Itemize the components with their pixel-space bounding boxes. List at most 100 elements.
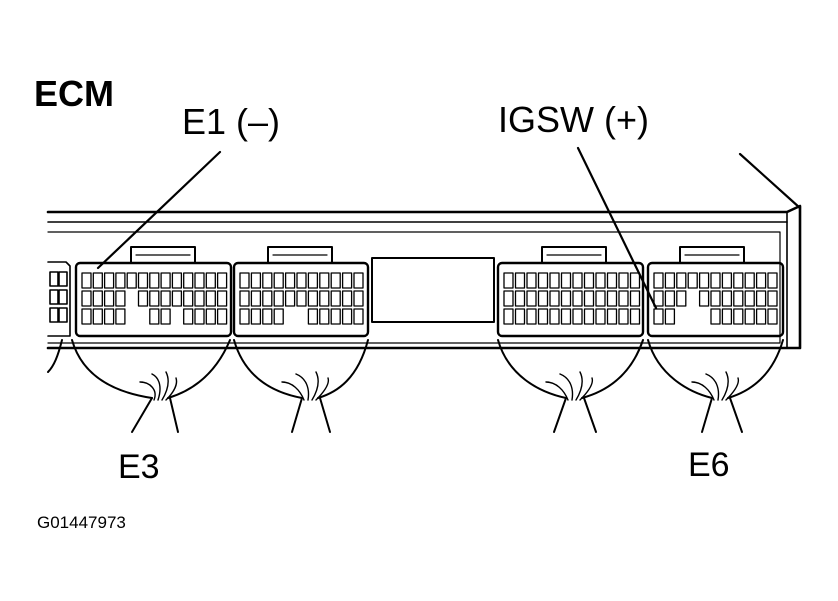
pin-cavity — [698, 272, 710, 289]
connector-2 — [232, 246, 370, 338]
pin-cavity — [572, 290, 583, 307]
pin-cavity — [205, 290, 216, 307]
pin-cavity — [183, 308, 194, 325]
leader-ecm-corner — [738, 152, 802, 210]
pin-cavity — [216, 272, 228, 289]
pin-cavity — [149, 308, 160, 325]
ecm-housing — [46, 204, 802, 350]
pin-cavity — [653, 272, 664, 289]
pin-cavity — [755, 308, 767, 325]
pin-cavity — [595, 290, 606, 307]
pin-cavity — [149, 272, 160, 289]
pin-cavity — [629, 290, 641, 307]
pin-cavity — [239, 272, 250, 289]
pin-cavity — [526, 308, 537, 325]
wire-harness-e6 — [647, 339, 784, 433]
pin-cavity — [733, 290, 744, 307]
pin-cavity — [160, 308, 171, 325]
pin-cavity — [307, 272, 319, 289]
pin-cavity — [239, 290, 250, 307]
pin-cavity — [560, 308, 572, 325]
center-window — [371, 257, 495, 323]
pin-cavity — [537, 308, 549, 325]
pin-cavity — [721, 272, 733, 289]
pin-cavity — [353, 272, 364, 289]
pin-cavity — [137, 290, 149, 307]
connector-e6 — [646, 246, 785, 338]
pin-cavity — [115, 308, 126, 325]
pin-cavity — [503, 290, 514, 307]
pin-cavity — [341, 272, 353, 289]
wire-harness-3 — [497, 339, 644, 433]
connector-3 — [496, 246, 645, 338]
figure-id: G01447973 — [37, 513, 126, 532]
pin-cavity — [296, 290, 307, 307]
pin-cavity — [503, 272, 514, 289]
pin-cavity — [341, 290, 353, 307]
pin-cavity — [676, 272, 687, 289]
pin-cavity — [595, 272, 606, 289]
pin-cavity — [353, 308, 364, 325]
pin-cavity — [262, 308, 273, 325]
pin-cavity — [653, 290, 664, 307]
pin-cavity — [171, 272, 183, 289]
pin-cavity — [595, 308, 606, 325]
pin-cavity — [92, 290, 103, 307]
pin-cavity — [606, 290, 618, 307]
pin-cavity — [629, 308, 641, 325]
pin-cavity — [250, 272, 262, 289]
pin-cavity — [126, 272, 137, 289]
pin-cavity — [330, 290, 341, 307]
pin-cavity — [250, 290, 262, 307]
pin-cavity — [733, 308, 744, 325]
terminal-igsw-label: IGSW (+) — [498, 99, 649, 140]
pin-cavity — [549, 308, 560, 325]
pin-cavity — [307, 290, 319, 307]
pin-cavity — [755, 272, 767, 289]
pin-cavity — [194, 290, 205, 307]
pin-cavity — [115, 290, 126, 307]
pin-cavity — [160, 272, 171, 289]
connector-e3 — [74, 246, 233, 338]
pin-cavity — [103, 290, 115, 307]
pin-cavity — [330, 272, 341, 289]
pin-cavity — [721, 308, 733, 325]
pin-cavity — [664, 272, 676, 289]
pin-cavity — [618, 290, 629, 307]
pin-cavity — [744, 272, 755, 289]
pin-cavity — [330, 308, 341, 325]
pin-cavity — [618, 272, 629, 289]
pin-cavity — [744, 290, 755, 307]
pin-cavity — [319, 272, 330, 289]
pin-cavity — [353, 290, 364, 307]
pin-cavity — [81, 290, 92, 307]
pin-cavity — [710, 308, 721, 325]
pin-cavity — [537, 290, 549, 307]
pin-cavity — [171, 290, 183, 307]
pin-cavity — [629, 272, 641, 289]
pin-cavity — [205, 272, 216, 289]
pin-cavity — [284, 290, 296, 307]
pin-cavity — [273, 290, 284, 307]
pin-cavity — [583, 272, 595, 289]
pin-cavity — [514, 290, 526, 307]
pin-cavity — [514, 308, 526, 325]
terminal-e1-label: E1 (–) — [182, 101, 280, 142]
pin-cavity — [216, 290, 228, 307]
pin-cavity — [284, 272, 296, 289]
pin-cavity — [296, 272, 307, 289]
pin-cavity — [319, 308, 330, 325]
pin-cavity — [767, 308, 778, 325]
pin-cavity — [744, 308, 755, 325]
pin-cavity — [721, 290, 733, 307]
pin-cavity — [239, 308, 250, 325]
pin-cavity — [341, 308, 353, 325]
pin-cavity — [250, 308, 262, 325]
pin-cavity — [160, 290, 171, 307]
ecm-title: ECM — [34, 73, 114, 114]
pin-cavity — [319, 290, 330, 307]
connector-e6-label: E6 — [688, 446, 730, 484]
pin-cavity — [183, 272, 194, 289]
